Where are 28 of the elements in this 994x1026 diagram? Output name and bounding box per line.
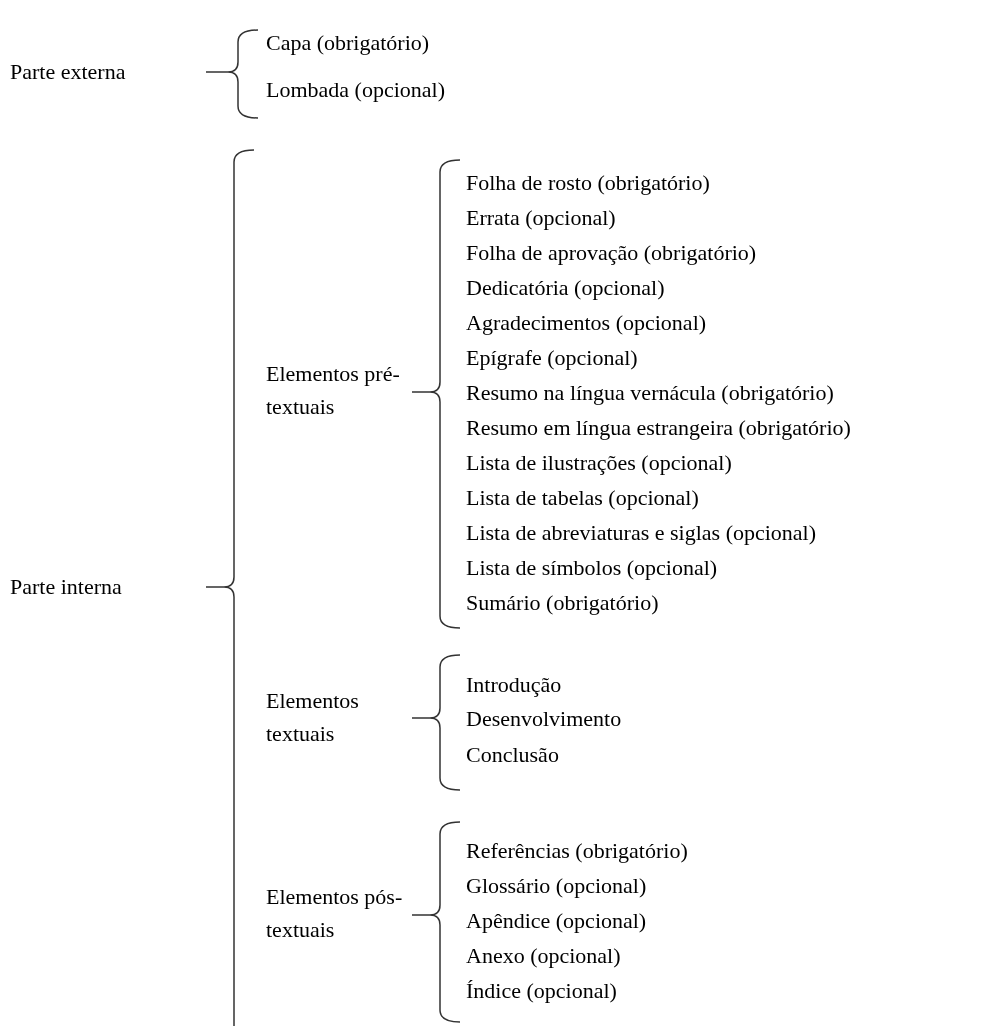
outline-text: Elementos pós-textuais (266, 883, 404, 944)
outline-text: Introdução (466, 672, 562, 698)
outline-text: Referências (obrigatório) (466, 838, 688, 864)
outline-text: Anexo (opcional) (466, 943, 621, 969)
outline-text: Glossário (opcional) (466, 873, 647, 899)
outline-text: Errata (opcional) (466, 205, 616, 231)
outline-text: Elementos pré-textuais (266, 360, 401, 421)
outline-text: Folha de aprovação (obrigatório) (466, 240, 757, 266)
outline-text: Resumo em língua estrangeira (obrigatório) (466, 415, 851, 441)
outline-text: Índice (opcional) (466, 978, 617, 1004)
outline-text: Folha de rosto (obrigatório) (466, 170, 710, 196)
outline-text: Elementos textuais (266, 687, 360, 748)
outline-text: Epígrafe (opcional) (466, 345, 638, 371)
outline-text: Lista de símbolos (opcional) (466, 555, 718, 581)
outline-text: Lista de abreviaturas e siglas (opcional) (466, 520, 817, 546)
outline-text: Apêndice (opcional) (466, 908, 647, 934)
outline-text: Sumário (obrigatório) (466, 590, 659, 616)
outline-text: Parte externa (10, 59, 126, 85)
outline-text: Conclusão (466, 742, 559, 768)
outline-text: Resumo na língua vernácula (obrigatório) (466, 380, 834, 406)
outline-text: Parte interna (10, 574, 122, 600)
outline-text: Agradecimentos (opcional) (466, 310, 707, 336)
outline-text: Desenvolvimento (466, 706, 622, 732)
outline-text: Lista de ilustrações (opcional) (466, 450, 732, 476)
outline-text: Lombada (opcional) (266, 77, 445, 103)
outline-text: Lista de tabelas (opcional) (466, 485, 699, 511)
outline-text: Dedicatória (opcional) (466, 275, 665, 301)
outline-text: Capa (obrigatório) (266, 30, 430, 56)
